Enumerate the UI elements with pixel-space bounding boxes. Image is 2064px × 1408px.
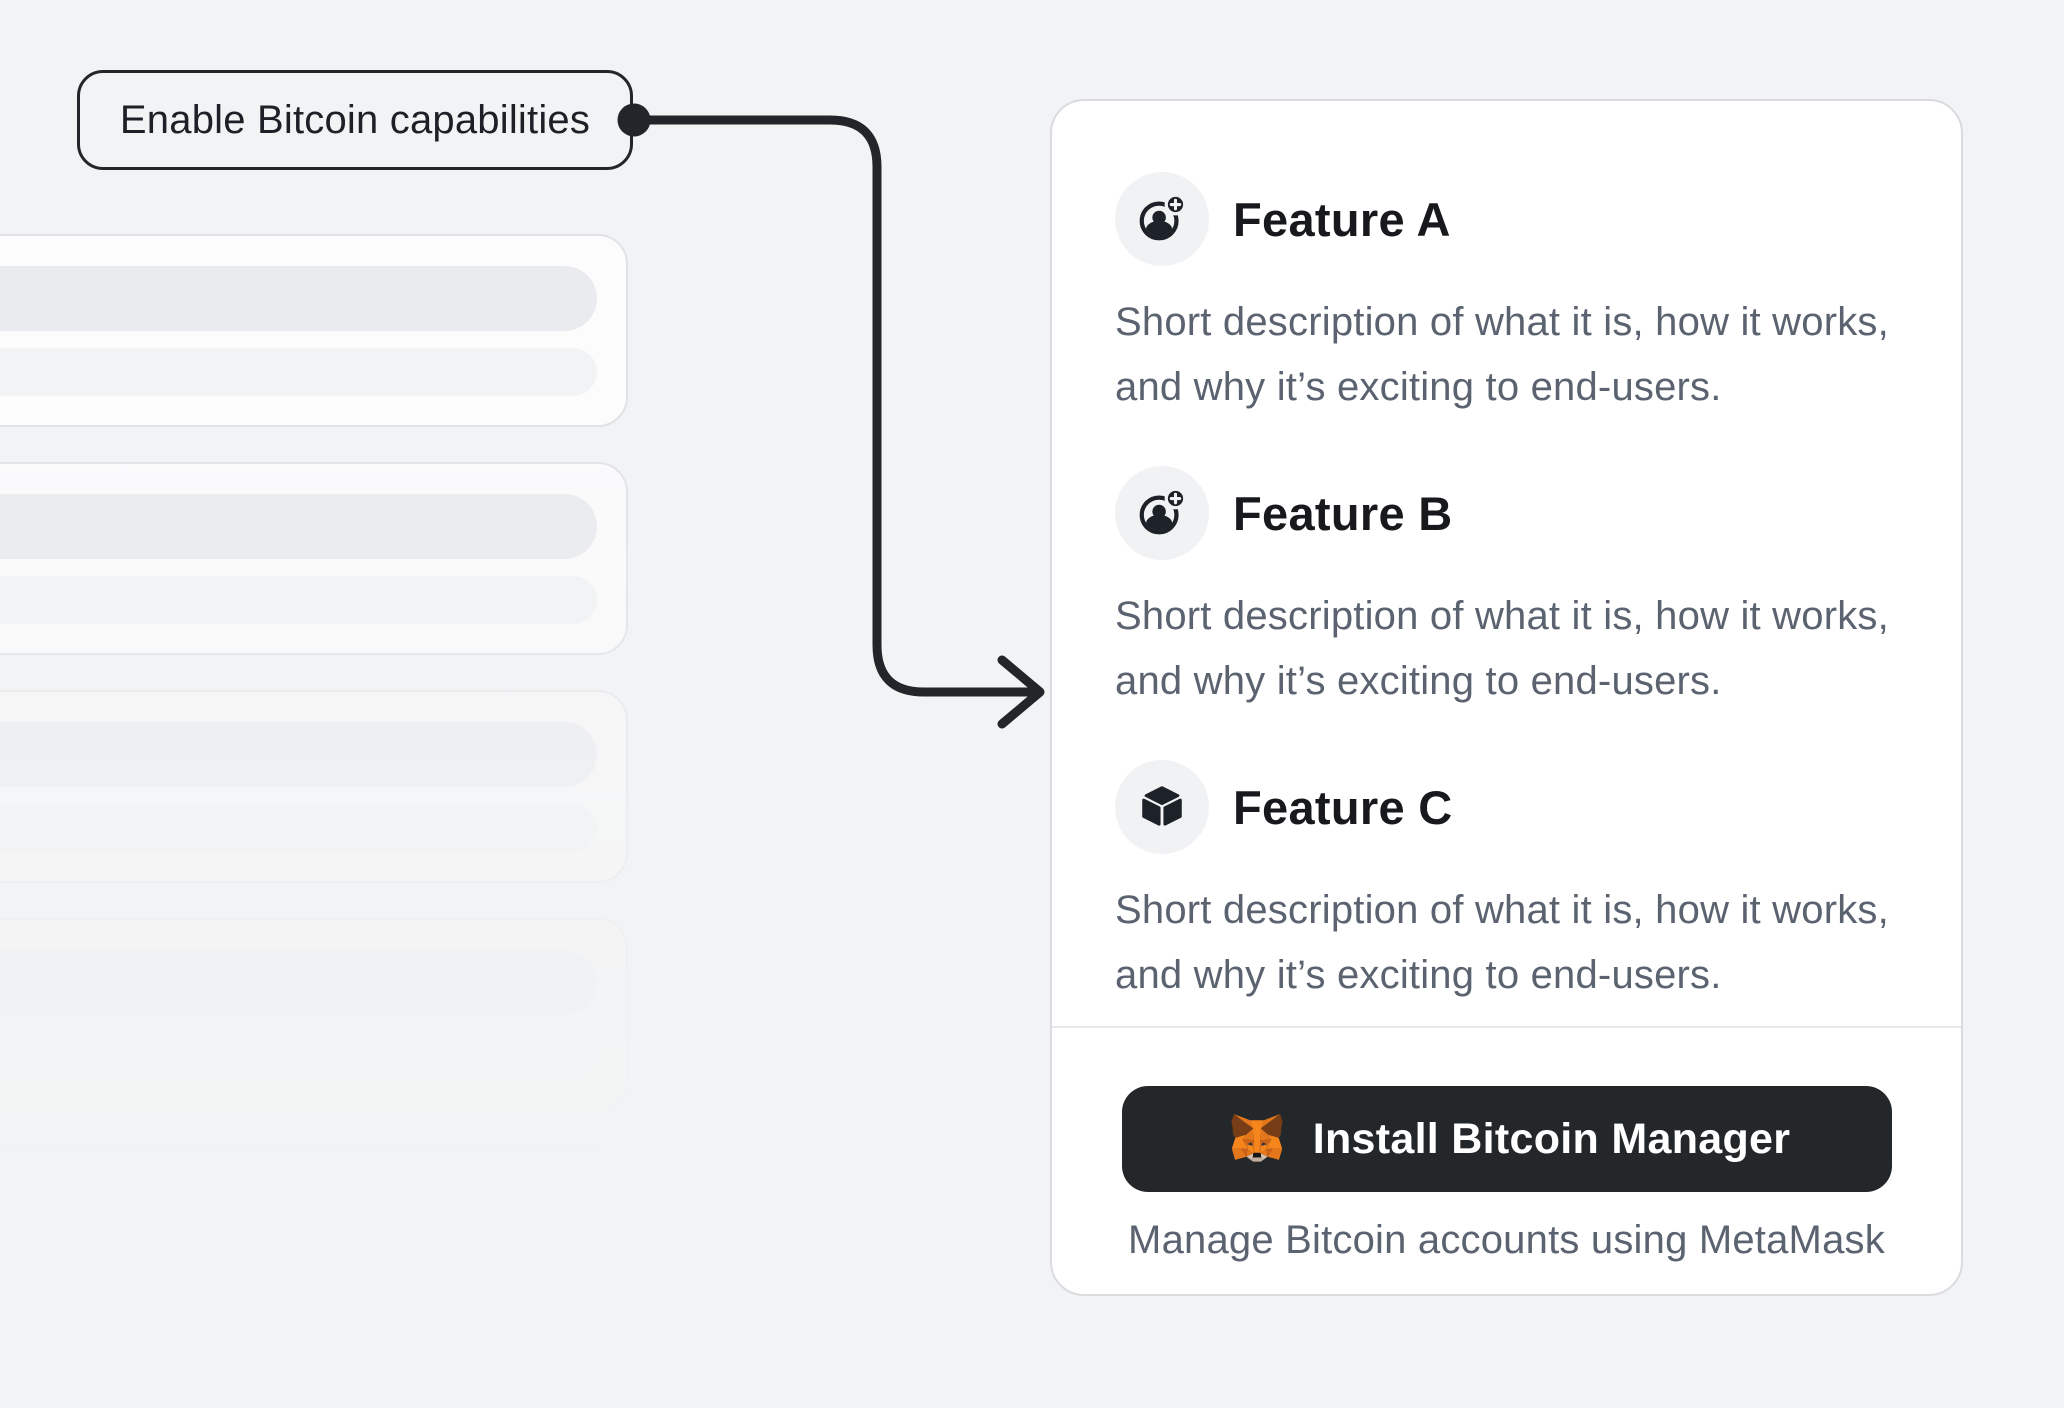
skeleton-line xyxy=(0,266,597,331)
skeleton-card xyxy=(0,462,628,655)
callout-label: Enable Bitcoin capabilities xyxy=(77,70,633,170)
skeleton-line xyxy=(0,804,597,852)
feature-description: Short description of what it is, how it … xyxy=(1115,300,1889,409)
feature-item-b: Feature B Short description of what it i… xyxy=(1115,466,1923,714)
skeleton-line xyxy=(0,494,597,559)
panel-footer: Install Bitcoin Manager Manage Bitcoin a… xyxy=(1052,1026,1961,1294)
skeleton-line xyxy=(0,1032,597,1080)
skeleton-line xyxy=(0,950,597,1015)
metamask-fox-icon xyxy=(1231,1114,1283,1162)
feature-header: Feature B xyxy=(1115,466,1923,560)
feature-panel: Feature A Short description of what it i… xyxy=(1050,99,1963,1296)
account-plus-icon xyxy=(1115,172,1209,266)
skeleton-card xyxy=(0,918,628,1111)
skeleton-line xyxy=(0,348,597,396)
feature-header: Feature A xyxy=(1115,172,1923,266)
connector-line xyxy=(631,115,1039,697)
skeleton-card xyxy=(0,690,628,883)
arrowhead-icon xyxy=(997,655,1045,729)
skeleton-card xyxy=(0,1146,628,1339)
skeleton-line xyxy=(0,722,597,787)
feature-title: Feature C xyxy=(1233,780,1453,834)
feature-description: Short description of what it is, how it … xyxy=(1115,594,1889,703)
feature-item-a: Feature A Short description of what it i… xyxy=(1115,172,1923,420)
install-button-label: Install Bitcoin Manager xyxy=(1312,1114,1791,1163)
skeleton-line xyxy=(0,1260,597,1308)
feature-list: Feature A Short description of what it i… xyxy=(1052,101,1961,1008)
skeleton-line xyxy=(0,1178,597,1243)
skeleton-card xyxy=(0,234,628,427)
feature-title: Feature A xyxy=(1233,192,1451,246)
feature-header: Feature C xyxy=(1115,760,1923,854)
feature-item-c: Feature C Short description of what it i… xyxy=(1115,760,1923,1008)
skeleton-line xyxy=(0,576,597,624)
callout-label-text: Enable Bitcoin capabilities xyxy=(119,97,591,142)
install-bitcoin-manager-button[interactable]: Install Bitcoin Manager xyxy=(1121,1086,1892,1192)
button-caption: Manage Bitcoin accounts using MetaMask xyxy=(1128,1218,1885,1262)
account-plus-icon xyxy=(1115,466,1209,560)
cube-icon xyxy=(1115,760,1209,854)
feature-description: Short description of what it is, how it … xyxy=(1115,888,1889,997)
feature-title: Feature B xyxy=(1233,486,1453,540)
